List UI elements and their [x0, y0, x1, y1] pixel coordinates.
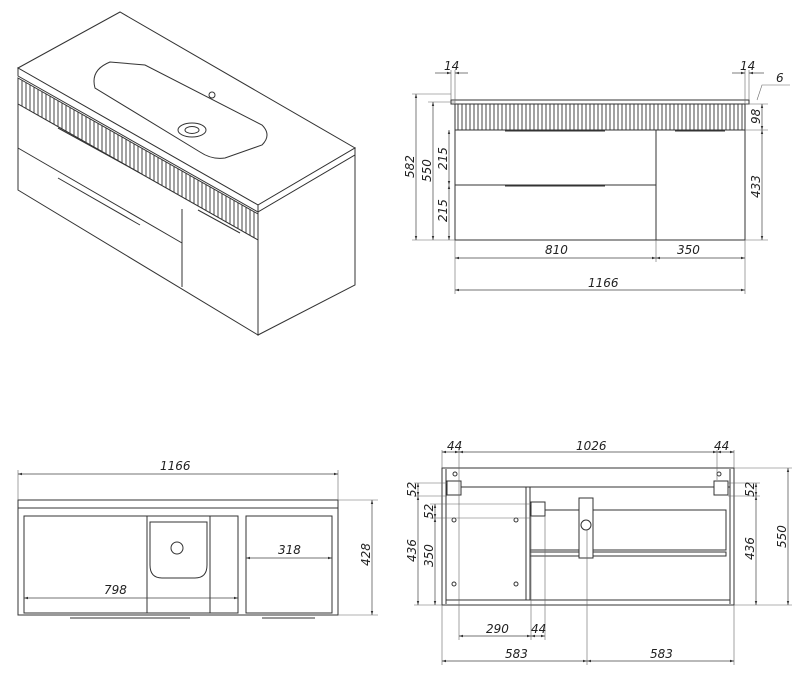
bracket	[713, 480, 729, 496]
dim-label: 14	[444, 59, 459, 73]
drain	[170, 541, 184, 555]
dim-label: 14	[740, 59, 755, 73]
dim-label: 436	[405, 539, 419, 562]
dim-label: 583	[505, 647, 528, 661]
bracket	[446, 480, 462, 496]
dim-label: 582	[403, 155, 417, 178]
dim-label: 350	[677, 243, 700, 257]
dim-label: 215	[436, 199, 450, 222]
basin	[93, 61, 268, 159]
dim-label: 550	[775, 525, 789, 548]
dim-label: 428	[359, 543, 373, 566]
dim-label: 52	[743, 482, 757, 497]
dim-label: 433	[749, 175, 763, 198]
fluted-band	[454, 103, 746, 131]
dim-label: 44	[447, 439, 462, 453]
siphon	[578, 497, 594, 559]
dim-label: 52	[405, 482, 419, 497]
dim-label: 318	[278, 543, 301, 557]
front-view: 14 14 6 98 433 582 550 215 215 810 350 1…	[403, 59, 790, 294]
bracket	[530, 501, 546, 517]
isometric-view	[16, 11, 356, 336]
dim-label: 1166	[160, 459, 191, 473]
rear-view: 44 1026 44 52 52 436 350 52 436 550 290 …	[405, 439, 792, 665]
dim-label: 798	[104, 583, 127, 597]
dim-label: 98	[749, 108, 763, 124]
dim-label: 6	[776, 71, 784, 85]
drain	[177, 122, 207, 138]
dim-label: 290	[486, 622, 509, 636]
dim-label: 44	[714, 439, 729, 453]
dim-label: 550	[420, 159, 434, 182]
dim-label: 215	[436, 147, 450, 170]
dim-label: 810	[545, 243, 568, 257]
basin	[149, 521, 208, 579]
cabinet-side	[257, 154, 356, 336]
tap-hole	[208, 91, 216, 99]
dim-label: 1026	[576, 439, 607, 453]
dim-label: 436	[743, 537, 757, 560]
dim-label: 44	[531, 622, 546, 636]
dim-label: 583	[650, 647, 673, 661]
dim-label: 1166	[588, 276, 619, 290]
countertop	[450, 99, 750, 105]
top-section-view: 1166 318 798 428	[17, 459, 378, 619]
dim-label: 350	[422, 544, 436, 567]
dim-label: 52	[422, 504, 436, 519]
